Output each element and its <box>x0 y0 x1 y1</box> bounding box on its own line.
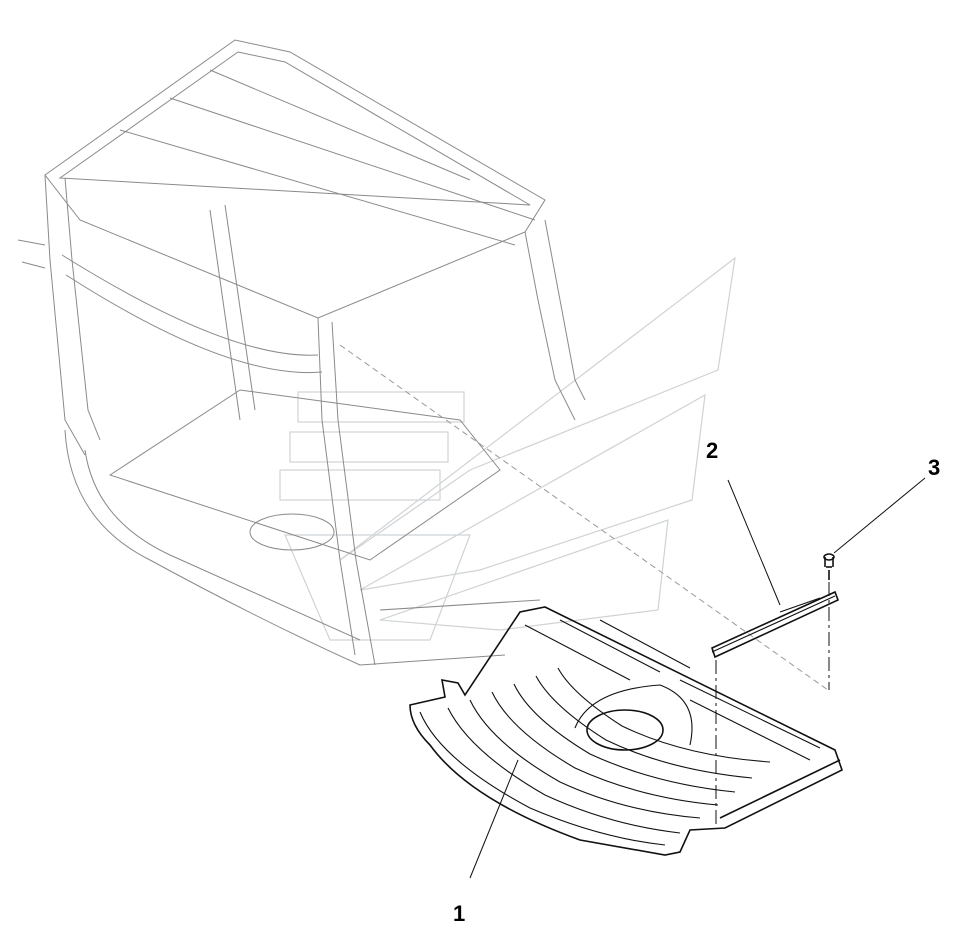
callout-item-1: 1 <box>453 901 466 926</box>
watermark-logo <box>279 256 736 641</box>
cab-frame <box>17 39 829 691</box>
bolt <box>823 553 835 580</box>
callout-item-2: 2 <box>706 438 719 463</box>
leader-lines <box>469 477 926 879</box>
floor-mat <box>409 606 843 856</box>
callout-item-3: 3 <box>928 455 941 480</box>
bracket <box>711 590 840 659</box>
